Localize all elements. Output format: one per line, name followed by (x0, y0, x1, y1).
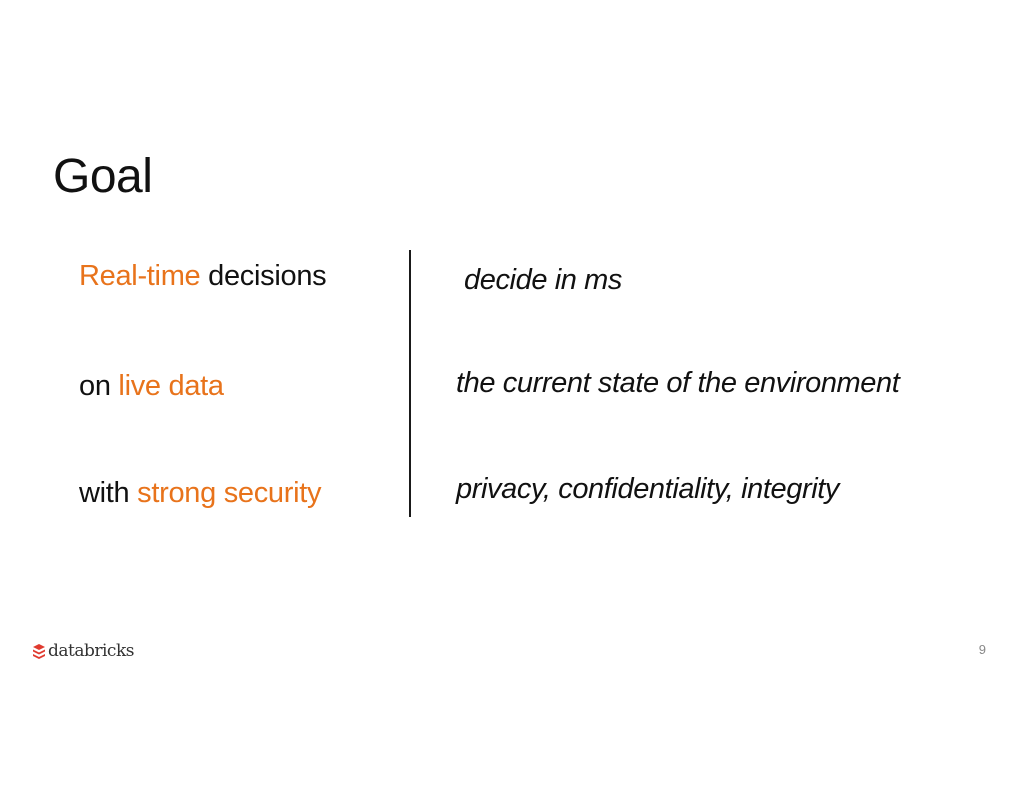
databricks-logo-icon (33, 644, 45, 659)
goal-highlight: Real-time (79, 260, 201, 292)
goal-text: decisions (200, 260, 327, 292)
description-security: privacy, confidentiality, integrity (456, 473, 840, 505)
vertical-divider (409, 250, 411, 517)
slide-title: Goal (53, 150, 153, 203)
description-realtime: decide in ms (464, 264, 622, 296)
databricks-logo: databricks (32, 640, 134, 662)
goal-item-security: with strong security (79, 475, 322, 511)
logo-text: databricks (48, 641, 134, 661)
goal-highlight: strong security (137, 477, 322, 509)
goal-highlight: live data (118, 370, 224, 402)
goal-item-live-data: on live data (79, 368, 224, 404)
goal-text: with (79, 477, 138, 509)
goal-item-realtime: Real-time decisions (79, 258, 327, 294)
goal-text: on (79, 370, 119, 402)
page-number: 9 (978, 642, 986, 657)
description-live-data: the current state of the environment (456, 367, 900, 399)
